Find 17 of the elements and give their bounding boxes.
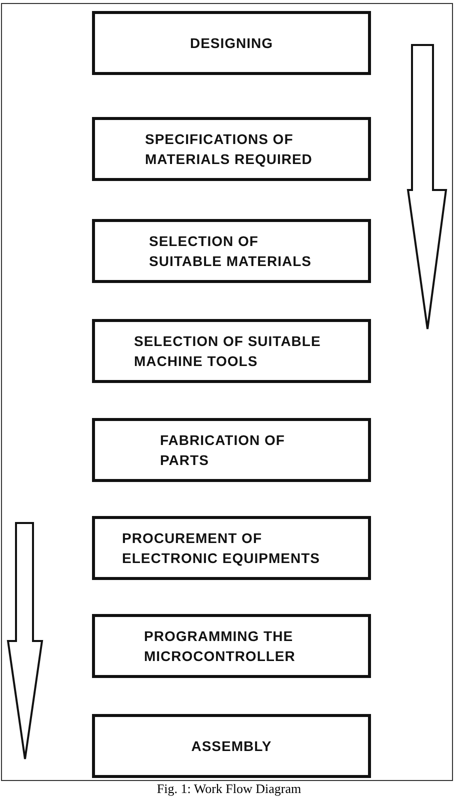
step-label: ASSEMBLY (191, 737, 272, 756)
step-label: DESIGNING (190, 34, 274, 53)
process-box (92, 219, 371, 283)
process-box (92, 11, 371, 75)
process-box (92, 516, 371, 580)
step-label: SPECIFICATIONS OF MATERIALS REQUIRED (145, 130, 312, 169)
process-box (92, 319, 371, 383)
process-box (92, 418, 371, 482)
step-label: SELECTION OF SUITABLE MATERIALS (149, 232, 312, 271)
step-label: PROGRAMMING THE MICROCONTROLLER (144, 627, 296, 666)
process-box (92, 614, 371, 678)
figure-caption: Fig. 1: Work Flow Diagram (156, 781, 302, 796)
process-box (92, 714, 371, 778)
process-box (92, 117, 371, 181)
step-label: SELECTION OF SUITABLE MACHINE TOOLS (134, 332, 321, 371)
step-label: FABRICATION OF PARTS (160, 431, 285, 470)
step-label: PROCUREMENT OF ELECTRONIC EQUIPMENTS (122, 529, 320, 568)
